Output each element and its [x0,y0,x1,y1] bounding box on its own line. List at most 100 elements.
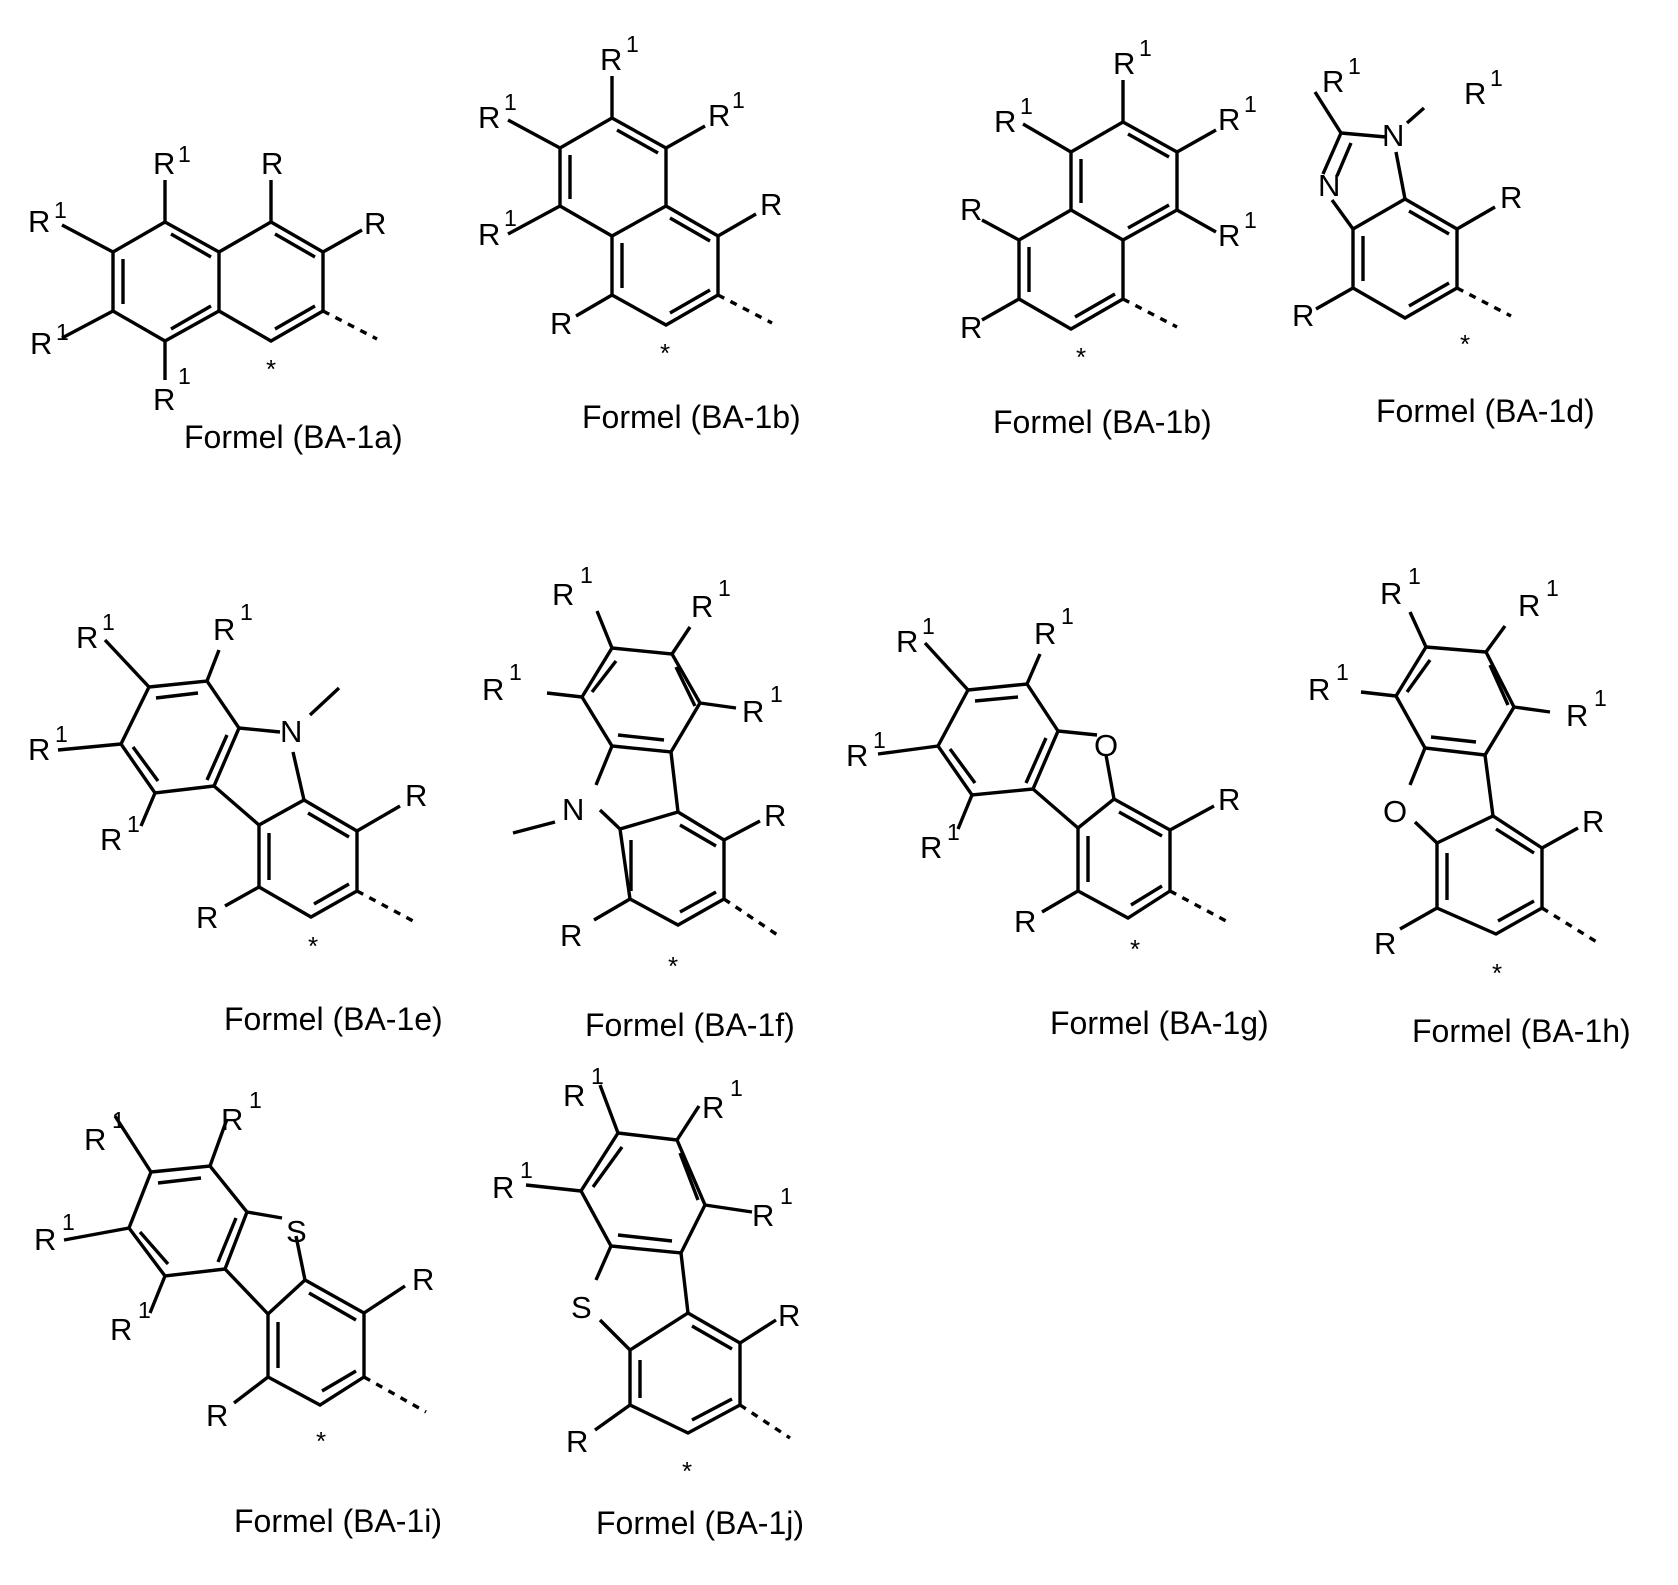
superscript-1: 1 [1139,35,1152,61]
r1-label: R [84,1122,106,1157]
r1-label: R [1034,616,1056,651]
superscript-1: 1 [626,31,639,57]
nitrogen-atom: N [280,714,302,749]
r-label: R [764,798,786,833]
attachment-marker: * [308,931,318,961]
caption-ba-1a: Formel (BA-1a) [184,419,403,455]
sulfur-atom: S [286,1214,307,1249]
r-label: R [778,1298,800,1333]
oxygen-atom: O [1094,728,1118,763]
r1-label: R [742,694,764,729]
caption-ba-1b-second: Formel (BA-1b) [993,404,1212,440]
r-label: R [206,1398,228,1433]
superscript-1: 1 [770,681,783,707]
r1-label: R [478,217,500,252]
attachment-marker: * [682,1456,692,1486]
superscript-1: 1 [730,1075,743,1101]
superscript-1: 1 [873,727,886,753]
r1-label: R [702,1090,724,1125]
attachment-marker: * [1130,934,1140,964]
superscript-1: 1 [54,197,67,223]
nitrogen-atom: N [1382,118,1404,153]
r1-label: R [492,1170,514,1205]
r1-label: R [552,577,574,612]
superscript-1: 1 [1244,91,1257,117]
r1-label: R [920,830,942,865]
r1-label: R [110,1312,132,1347]
attachment-marker: * [1492,958,1502,988]
nitrogen-atom: N [562,792,584,827]
r-label: R [196,900,218,935]
r-label: R [960,192,982,227]
superscript-1: 1 [178,363,191,389]
superscript-1: 1 [718,575,731,601]
caption-ba-1h: Formel (BA-1h) [1412,1013,1631,1049]
r1-label: R [482,672,504,707]
r-label: R [760,187,782,222]
r1-label: R [1218,218,1240,253]
superscript-1: 1 [504,205,517,231]
superscript-1: 1 [62,1209,75,1235]
caption-ba-1e: Formel (BA-1e) [224,1001,443,1037]
superscript-1: 1 [127,811,140,837]
r1-label: R [563,1078,585,1113]
superscript-1: 1 [591,1063,604,1089]
superscript-1: 1 [55,721,68,747]
r1-label: R [76,620,98,655]
r-label: R [1292,298,1314,333]
r-label: R [566,1424,588,1459]
r-label: R [412,1262,434,1297]
superscript-1: 1 [1336,659,1349,685]
r1-label: R [846,738,868,773]
r1-label: R [691,589,713,624]
superscript-1: 1 [1244,207,1257,233]
r-label: R [364,206,386,241]
r1-label: R [896,624,918,659]
caption-ba-1b: Formel (BA-1b) [582,399,801,435]
superscript-1: 1 [732,87,745,113]
r-label: R [1374,926,1396,961]
r1-label: R [1380,576,1402,611]
r1-label: R [478,100,500,135]
r-label: R [550,306,572,341]
r-label: R [405,778,427,813]
r1-label: R [1464,76,1486,111]
r1-label: R [153,382,175,417]
r1-label: R [1322,64,1344,99]
r1-label: R [600,42,622,77]
r1-label: R [100,822,122,857]
attachment-marker: * [266,354,276,384]
attachment-marker: * [1460,329,1470,359]
r1-label: R [1518,588,1540,623]
caption-ba-1f: Formel (BA-1f) [585,1007,795,1043]
r-label: R [261,146,283,181]
r1-label: R [153,146,175,181]
r1-label: R [30,326,52,361]
superscript-1: 1 [138,1297,151,1323]
superscript-1: 1 [580,562,593,588]
caption-ba-1d: Formel (BA-1d) [1376,393,1595,429]
attachment-marker: * [1076,342,1086,372]
superscript-1: 1 [947,819,960,845]
superscript-1: 1 [249,1087,262,1113]
superscript-1: 1 [240,599,253,625]
superscript-1: 1 [102,609,115,635]
attachment-marker: * [660,338,670,368]
superscript-1: 1 [56,319,69,345]
attachment-marker: * [668,951,678,981]
r-label: R [1500,180,1522,215]
r1-label: R [1308,672,1330,707]
attachment-marker: * [316,1426,326,1456]
superscript-1: 1 [1490,65,1503,91]
r1-label: R [34,1222,56,1257]
r-label: R [960,310,982,345]
superscript-1: 1 [509,659,522,685]
